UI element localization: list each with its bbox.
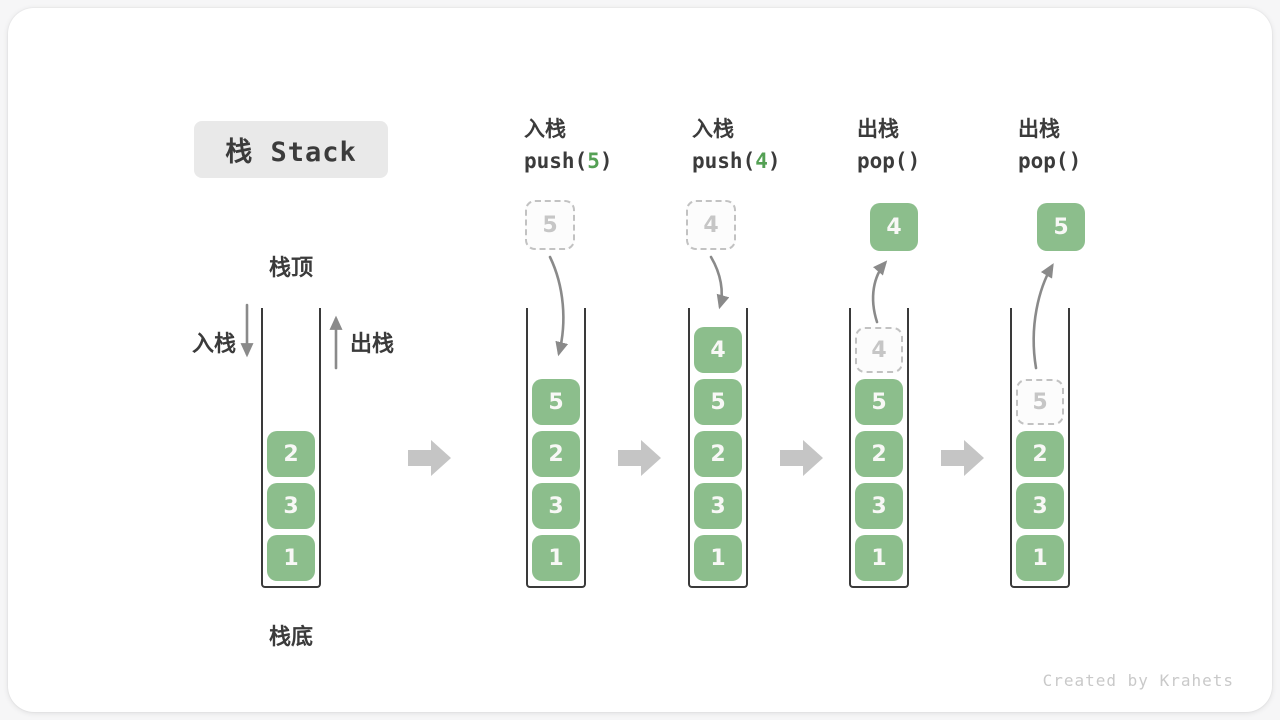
stack-container-after-pop-5: 5 2 3 1 xyxy=(1010,308,1070,588)
stack-blocks: 5 2 3 1 xyxy=(528,308,584,586)
stack-block: 5 xyxy=(694,379,742,425)
code-suffix: ) xyxy=(907,149,921,173)
code-suffix: ) xyxy=(1068,149,1082,173)
code-prefix: pop( xyxy=(857,149,908,173)
op-header-push-4: 入栈 push(4) xyxy=(692,114,862,178)
stack-block: 5 xyxy=(532,379,580,425)
op-header-push-5: 入栈 push(5) xyxy=(524,114,694,178)
watermark: Created by Krahets xyxy=(1042,671,1234,690)
op-action-label: 出栈 xyxy=(1018,117,1060,141)
op-action-label: 入栈 xyxy=(692,117,734,141)
stack-blocks: 4 5 2 3 1 xyxy=(690,308,746,586)
pop-side-label: 出栈 xyxy=(350,332,395,357)
code-prefix: pop( xyxy=(1018,149,1069,173)
title-text: 栈 Stack xyxy=(225,137,357,168)
stack-block: 1 xyxy=(855,535,903,581)
op-action-label: 入栈 xyxy=(524,117,566,141)
stack-block: 5 xyxy=(855,379,903,425)
op-code-label: pop() xyxy=(857,144,1027,178)
stack-block: 3 xyxy=(532,483,580,529)
stack-block: 3 xyxy=(267,483,315,529)
stack-block: 1 xyxy=(694,535,742,581)
popped-value: 5 xyxy=(1053,214,1069,240)
stack-bottom-label: 栈底 xyxy=(268,625,313,650)
stack-blocks: 4 5 2 3 1 xyxy=(851,308,907,586)
code-prefix: push( xyxy=(524,149,588,173)
stack-block: 2 xyxy=(694,431,742,477)
stack-block: 2 xyxy=(1016,431,1064,477)
ghost-block: 4 xyxy=(855,327,903,373)
stack-block: 1 xyxy=(267,535,315,581)
op-code-label: push(4) xyxy=(692,144,862,178)
stack-container-initial: 2 3 1 xyxy=(261,308,321,588)
stack-block: 2 xyxy=(532,431,580,477)
pushed-value: 4 xyxy=(703,212,719,238)
stack-blocks: 2 3 1 xyxy=(263,308,319,586)
push-side-label: 入栈 xyxy=(191,332,236,357)
title-badge: 栈 Stack xyxy=(194,121,388,178)
stack-block: 1 xyxy=(1016,535,1064,581)
pushed-value: 5 xyxy=(542,212,558,238)
code-suffix: ) xyxy=(767,149,781,173)
op-code-label: pop() xyxy=(1018,144,1188,178)
pushed-value-box: 4 xyxy=(686,200,736,250)
op-code-label: push(5) xyxy=(524,144,694,178)
stack-block: 3 xyxy=(855,483,903,529)
ghost-block: 5 xyxy=(1016,379,1064,425)
stack-block: 3 xyxy=(694,483,742,529)
op-header-pop-1: 出栈 pop() xyxy=(857,114,1027,178)
stack-container-after-pop-4: 4 5 2 3 1 xyxy=(849,308,909,588)
popped-value: 4 xyxy=(886,214,902,240)
stack-block: 2 xyxy=(267,431,315,477)
state-transition-arrow xyxy=(941,440,984,476)
state-transition-arrow xyxy=(618,440,661,476)
op-action-label: 出栈 xyxy=(857,117,899,141)
diagram-card: 栈 Stack 入栈 push(5) 入栈 push(4) 出栈 pop() 出… xyxy=(8,8,1272,712)
stack-container-after-push-5: 5 2 3 1 xyxy=(526,308,586,588)
code-arg: 5 xyxy=(587,149,600,173)
state-transition-arrow xyxy=(408,440,451,476)
popped-value-box: 5 xyxy=(1037,203,1085,251)
stack-top-label: 栈顶 xyxy=(268,256,313,281)
stack-container-after-push-4: 4 5 2 3 1 xyxy=(688,308,748,588)
stack-block: 1 xyxy=(532,535,580,581)
stack-block: 4 xyxy=(694,327,742,373)
stack-blocks: 5 2 3 1 xyxy=(1012,308,1068,586)
state-transition-arrow xyxy=(780,440,823,476)
code-suffix: ) xyxy=(599,149,613,173)
code-arg: 4 xyxy=(755,149,768,173)
popped-value-box: 4 xyxy=(870,203,918,251)
stack-block: 3 xyxy=(1016,483,1064,529)
stack-block: 2 xyxy=(855,431,903,477)
code-prefix: push( xyxy=(692,149,756,173)
push-flow-arrow xyxy=(709,255,730,310)
op-header-pop-2: 出栈 pop() xyxy=(1018,114,1188,178)
pushed-value-box: 5 xyxy=(525,200,575,250)
